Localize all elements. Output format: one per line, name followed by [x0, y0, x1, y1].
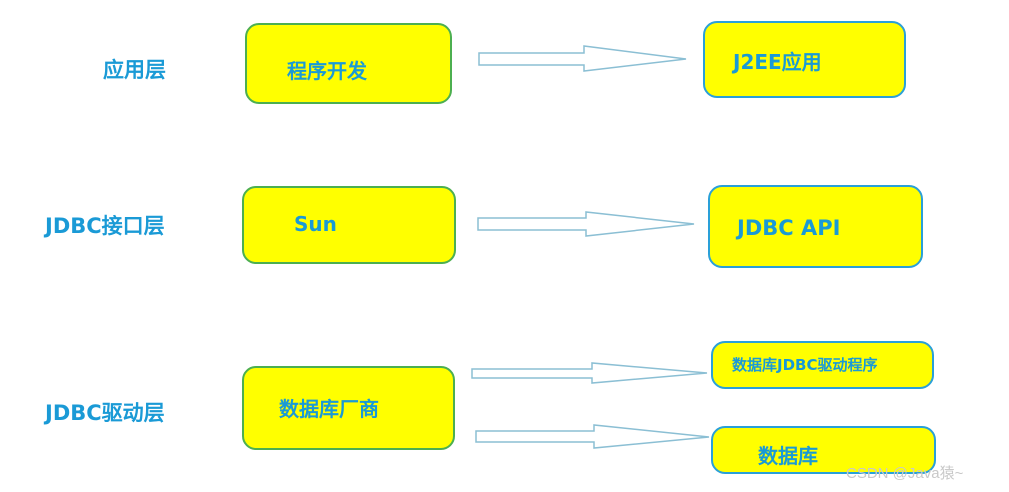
db-vendor-label: 数据库厂商 — [279, 397, 379, 421]
j2ee-app-box: J2EE应用 — [703, 21, 906, 98]
program-dev-label: 程序开发 — [287, 59, 367, 83]
layer-label-jdbc-driver: JDBC驱动层 — [45, 401, 165, 425]
sun-label: Sun — [294, 212, 337, 236]
layer-label-app: 应用层 — [103, 58, 166, 82]
arrow-dev-to-j2ee — [478, 45, 687, 72]
db-vendor-box: 数据库厂商 — [242, 366, 455, 450]
watermark: CSDN @Java猿~ — [846, 465, 964, 482]
jdbc-driver-label: 数据库JDBC驱动程序 — [732, 356, 878, 374]
jdbc-api-box: JDBC API — [708, 185, 923, 268]
arrow-sun-to-jdbc-api — [477, 211, 695, 237]
sun-box: Sun — [242, 186, 456, 264]
arrow-vendor-to-driver — [471, 362, 708, 384]
jdbc-api-label: JDBC API — [737, 216, 841, 240]
jdbc-driver-box: 数据库JDBC驱动程序 — [711, 341, 934, 389]
layer-label-jdbc-interface: JDBC接口层 — [45, 214, 165, 238]
database-box: 数据库 — [711, 426, 936, 474]
arrow-vendor-to-database — [475, 424, 710, 449]
program-dev-box: 程序开发 — [245, 23, 452, 104]
j2ee-app-label: J2EE应用 — [733, 50, 822, 74]
database-label: 数据库 — [758, 444, 818, 468]
